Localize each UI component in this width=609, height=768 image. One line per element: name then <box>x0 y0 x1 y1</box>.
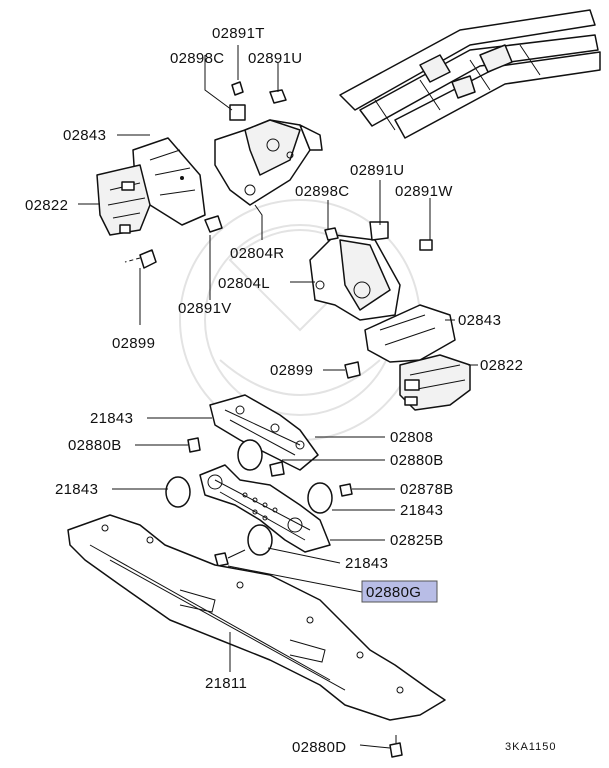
label-21843-d[interactable]: 21843 <box>345 555 388 572</box>
label-02899-mid[interactable]: 02899 <box>270 362 313 379</box>
label-02878B[interactable]: 02878B <box>400 481 454 498</box>
label-02899-left[interactable]: 02899 <box>112 335 155 352</box>
label-02843-top[interactable]: 02843 <box>63 127 106 144</box>
label-02808[interactable]: 02808 <box>390 429 433 446</box>
label-02891U-mid[interactable]: 02891U <box>350 162 404 179</box>
label-02891V[interactable]: 02891V <box>178 300 232 317</box>
crossmember-bracket-group <box>165 394 353 567</box>
label-02880B-left[interactable]: 02880B <box>68 437 122 454</box>
leader-lines <box>78 45 478 749</box>
label-02822-left[interactable]: 02822 <box>25 197 68 214</box>
label-21843-a[interactable]: 21843 <box>90 410 133 427</box>
label-02891U-top[interactable]: 02891U <box>248 50 302 67</box>
part-labels: 02891T 02898C 02891U 02843 02822 02804R … <box>25 25 556 756</box>
chassis-frame-illustration <box>339 9 601 139</box>
label-02898C-top[interactable]: 02898C <box>170 50 224 67</box>
label-02825B[interactable]: 02825B <box>390 532 444 549</box>
right-engine-mount-group <box>309 221 471 411</box>
label-21811[interactable]: 21811 <box>205 675 247 692</box>
left-engine-mount-group <box>96 81 323 269</box>
drawing-code: 3KA1150 <box>505 741 556 753</box>
label-21843-b[interactable]: 21843 <box>55 481 98 498</box>
highlight-box <box>361 580 438 603</box>
label-02891T[interactable]: 02891T <box>212 25 265 42</box>
label-02804R[interactable]: 02804R <box>230 245 284 262</box>
label-02880B-right[interactable]: 02880B <box>390 452 444 469</box>
main-crossmember <box>67 514 446 758</box>
label-02891W[interactable]: 02891W <box>395 183 453 200</box>
label-02843-right[interactable]: 02843 <box>458 312 501 329</box>
label-21843-c[interactable]: 21843 <box>400 502 443 519</box>
label-02880G[interactable]: 02880G <box>366 584 421 601</box>
label-02804L[interactable]: 02804L <box>218 275 270 292</box>
label-02880D[interactable]: 02880D <box>292 739 346 756</box>
label-02898C-mid[interactable]: 02898C <box>295 183 349 200</box>
label-02822-right[interactable]: 02822 <box>480 357 523 374</box>
